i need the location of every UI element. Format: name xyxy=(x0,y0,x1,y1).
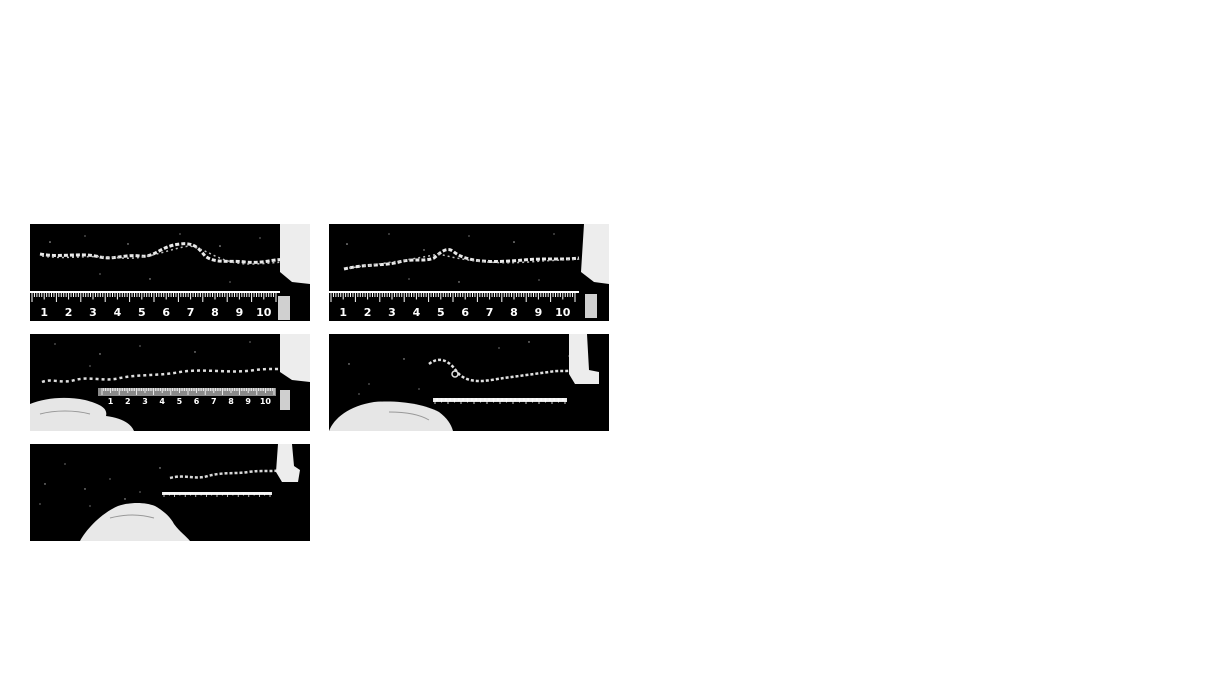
filament-trace xyxy=(169,468,283,480)
speckle-noise xyxy=(346,233,555,283)
ruler: 1 2 3 4 5 6 7 8 9 10 xyxy=(30,291,280,319)
ruler-tick-label: 2 xyxy=(364,306,372,319)
ruler-tick-label: 1 xyxy=(40,306,48,319)
ruler-tick-label: 6 xyxy=(461,306,469,319)
ruler-tick-label: 4 xyxy=(413,306,421,319)
filament-trace xyxy=(428,358,575,383)
photo-panel-5 xyxy=(30,444,310,541)
ruler-tick-label: 8 xyxy=(211,306,219,319)
nozzle-holder xyxy=(569,334,599,384)
filament-trace xyxy=(41,366,289,384)
photo-3-image: 1 2 3 4 5 6 7 8 9 10 xyxy=(30,334,310,431)
ruler-tick-label: 10 xyxy=(555,306,571,319)
ruler-tick-label: 9 xyxy=(535,306,543,319)
ruler-tick-label: 4 xyxy=(114,306,122,319)
ruler-tick-label: 5 xyxy=(177,397,183,406)
ruler-label-block xyxy=(280,390,290,410)
ruler-tick-label: 9 xyxy=(245,397,251,406)
ruler-tick-label: 3 xyxy=(388,306,396,319)
ruler-tick-label: 9 xyxy=(236,306,244,319)
hand xyxy=(329,401,453,431)
ruler-tick-label: 2 xyxy=(125,397,131,406)
ruler-tick-label: 3 xyxy=(142,397,148,406)
photo-panel-2: 1 2 3 4 5 6 7 8 9 10 xyxy=(329,224,609,321)
nozzle-holder xyxy=(280,224,310,284)
ruler-tick-label: 10 xyxy=(260,397,272,406)
ruler-tick-label: 7 xyxy=(187,306,195,319)
filament-trace xyxy=(39,242,286,264)
ruler xyxy=(433,398,567,404)
ruler-tick-label: 8 xyxy=(510,306,518,319)
nozzle-holder xyxy=(276,444,300,482)
ruler-tick-label: 3 xyxy=(89,306,97,319)
filament-trace xyxy=(343,248,580,271)
ruler-tick-label: 7 xyxy=(486,306,494,319)
ruler-tick-label: 10 xyxy=(256,306,272,319)
photo-panel-1: 1 2 3 4 5 6 7 8 9 10 xyxy=(30,224,310,321)
photo-2-image: 1 2 3 4 5 6 7 8 9 10 xyxy=(329,224,609,321)
ruler-tick-label: 8 xyxy=(228,397,234,406)
photo-panel-4 xyxy=(329,334,609,431)
ruler-tick-label: 1 xyxy=(108,397,114,406)
ruler-tick-label: 7 xyxy=(211,397,217,406)
ruler-tick-label: 6 xyxy=(194,397,200,406)
speckle-noise xyxy=(54,341,251,367)
ruler-label-block xyxy=(585,294,597,318)
nozzle-holder xyxy=(280,334,310,382)
ruler-tick-label: 6 xyxy=(162,306,170,319)
photo-panel-3: 1 2 3 4 5 6 7 8 9 10 xyxy=(30,334,310,431)
photo-1-image: 1 2 3 4 5 6 7 8 9 10 xyxy=(30,224,310,321)
ruler-tick-label: 4 xyxy=(159,397,165,406)
photo-4-image xyxy=(329,334,609,431)
nozzle-holder xyxy=(581,224,609,284)
speckle-noise xyxy=(39,463,161,507)
ruler: 1 2 3 4 5 6 7 8 9 10 xyxy=(98,388,276,406)
ruler xyxy=(162,492,272,497)
ruler-tick-label: 2 xyxy=(65,306,73,319)
ruler-tick-label: 5 xyxy=(437,306,445,319)
photo-5-image xyxy=(30,444,310,541)
hand xyxy=(30,397,134,431)
ruler: 1 2 3 4 5 6 7 8 9 10 xyxy=(329,291,579,319)
ruler-label-block xyxy=(278,296,290,320)
speckle-noise xyxy=(49,233,261,283)
ruler-tick-label: 5 xyxy=(138,306,146,319)
hand xyxy=(80,503,190,541)
ruler-tick-label: 1 xyxy=(339,306,347,319)
